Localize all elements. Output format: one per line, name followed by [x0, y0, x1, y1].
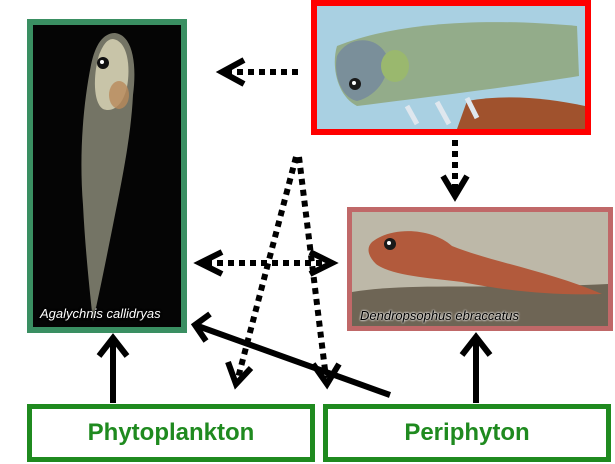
predator-nymph-image: [317, 6, 585, 129]
dendropsophus-tadpole-panel: Dendropsophus ebraccatus: [347, 207, 613, 331]
periphyton-label: Periphyton: [404, 419, 529, 447]
phytoplankton-box: Phytoplankton: [27, 404, 315, 462]
agalychnis-tadpole-panel: Agalychnis callidryas: [27, 19, 187, 333]
predator-to-periphyton-arrow: [299, 157, 339, 384]
periphyton-box: Periphyton: [323, 404, 611, 462]
predator-to-agalychnis-arrow: [222, 60, 298, 84]
agalychnis-dendropsophus-interaction-arrow: [200, 252, 332, 274]
agalychnis-species-caption: Agalychnis callidryas: [40, 306, 161, 321]
periphyton-to-dendropsophus-arrow: [462, 337, 490, 403]
agalychnis-tadpole-image: [33, 25, 181, 327]
predator-nymph-panel: [311, 0, 591, 135]
predator-to-dendropsophus-arrow: [443, 140, 467, 196]
phytoplankton-to-agalychnis-arrow: [99, 338, 127, 403]
phytoplankton-label: Phytoplankton: [88, 419, 255, 447]
dendropsophus-species-caption: Dendropsophus ebraccatus: [360, 308, 519, 323]
predator-to-phytoplankton-arrow: [228, 157, 296, 384]
